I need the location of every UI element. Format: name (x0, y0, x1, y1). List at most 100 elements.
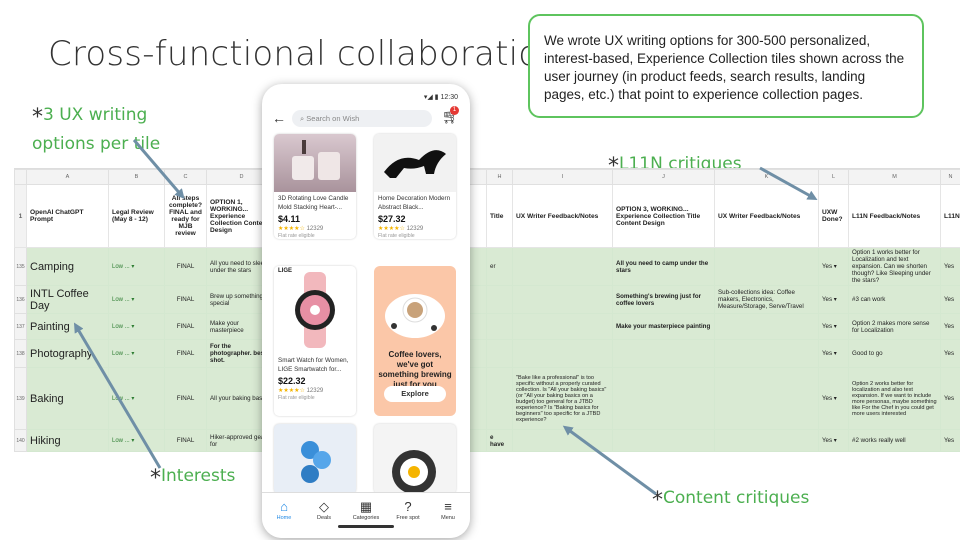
l11n-note-cell[interactable]: #3 can work (848, 285, 941, 314)
ux-note2-cell[interactable] (714, 429, 819, 452)
l11n-cell[interactable]: Yes (940, 247, 960, 286)
explore-button[interactable]: Explore (384, 386, 446, 402)
balloon-dog-icon (301, 441, 331, 483)
status-cell[interactable]: FINAL (164, 367, 207, 430)
l11n-cell[interactable]: Yes (940, 313, 960, 340)
uxw-done-dropdown[interactable]: Yes ▾ (818, 339, 849, 368)
nav-home[interactable]: ⌂Home (264, 499, 304, 521)
product-card[interactable]: LIGE Smart Watch for Women, LIGE Smartwa… (274, 266, 356, 416)
row-number[interactable]: 138 (14, 339, 27, 368)
ux-note2-cell[interactable] (714, 247, 819, 286)
nav-free-spot[interactable]: ?Free spot (388, 499, 428, 521)
legal-dropdown[interactable]: Low ... ▾ (108, 367, 165, 430)
ux-note-cell[interactable] (512, 429, 613, 452)
product-card[interactable]: Home Decoration Modern Abstract Black...… (374, 134, 456, 239)
title-cell[interactable] (486, 339, 513, 368)
l11n-note-cell[interactable]: Option 2 makes more sense for Localizati… (848, 313, 941, 340)
ux-note-cell[interactable] (512, 247, 613, 286)
header-cell[interactable]: Title (486, 184, 513, 248)
col-letter[interactable]: I (512, 169, 613, 185)
legal-dropdown[interactable]: Low ... ▾ (108, 247, 165, 286)
home-icon: ⌂ (280, 499, 288, 514)
option3-cell[interactable]: Something's brewing just for coffee love… (612, 285, 715, 314)
prompt-cell[interactable]: Photography (26, 339, 109, 368)
title-cell[interactable] (486, 285, 513, 314)
prompt-cell[interactable]: Camping (26, 247, 109, 286)
nav-deals[interactable]: ◇Deals (304, 499, 344, 521)
option3-cell[interactable] (612, 429, 715, 452)
arrow-interests (73, 322, 162, 469)
status-cell[interactable]: FINAL (164, 339, 207, 368)
header-cell[interactable]: OpenAI ChatGPT Prompt (26, 184, 109, 248)
ux-note2-cell[interactable] (714, 367, 819, 430)
uxw-done-dropdown[interactable]: Yes ▾ (818, 285, 849, 314)
col-letter[interactable]: A (26, 169, 109, 185)
product-card[interactable] (374, 424, 456, 494)
legal-dropdown[interactable]: Low ... ▾ (108, 339, 165, 368)
product-name: Smart Watch for Women, LIGE Smartwatch f… (278, 357, 349, 373)
title-cell[interactable] (486, 313, 513, 340)
option3-cell[interactable] (612, 339, 715, 368)
l11n-cell[interactable]: Yes (940, 429, 960, 452)
legal-dropdown[interactable]: Low ... ▾ (108, 285, 165, 314)
title-cell[interactable] (486, 367, 513, 430)
uxw-done-dropdown[interactable]: Yes ▾ (818, 429, 849, 452)
status-cell[interactable]: FINAL (164, 247, 207, 286)
l11n-note-cell[interactable]: Option 1 works better for Localization a… (848, 247, 941, 286)
search-input[interactable]: ⌕ Search on Wish (292, 110, 432, 127)
row-number[interactable]: 139 (14, 367, 27, 430)
header-cell[interactable]: Legal Review (May 8 - 12) (108, 184, 165, 248)
option3-cell[interactable] (612, 367, 715, 430)
row-number[interactable]: 135 (14, 247, 27, 286)
product-price: $27.32 (378, 214, 406, 224)
menu-icon: ≡ (444, 499, 452, 514)
l11n-note-cell[interactable]: Option 2 works better for localization a… (848, 367, 941, 430)
product-card[interactable]: 3D Rotating Love Candle Mold Stacking He… (274, 134, 356, 239)
uxw-done-dropdown[interactable]: Yes ▾ (818, 313, 849, 340)
watch-image: LIGE (274, 266, 356, 354)
ux-note-cell[interactable] (512, 285, 613, 314)
prompt-cell[interactable]: INTL Coffee Day (26, 285, 109, 314)
row-number[interactable]: 136 (14, 285, 27, 314)
search-placeholder: Search on Wish (306, 114, 360, 123)
uxw-done-dropdown[interactable]: Yes ▾ (818, 367, 849, 430)
ux-note2-cell[interactable] (714, 339, 819, 368)
prompt-cell[interactable]: Hiking (26, 429, 109, 452)
ux-note-cell[interactable]: "Bake like a professional" is too specif… (512, 367, 613, 430)
ux-note-cell[interactable] (512, 339, 613, 368)
experience-collection-tile[interactable]: Coffee lovers, we've got something brewi… (374, 266, 456, 416)
ux-note-cell[interactable] (512, 313, 613, 340)
title-cell[interactable]: e have (486, 429, 513, 452)
header-cell[interactable]: UX Writer Feedback/Notes (714, 184, 819, 248)
brand-logo: LIGE (278, 268, 293, 274)
option1-cell[interactable]: Hiker-approved gear for (206, 429, 277, 452)
back-arrow-icon[interactable]: ← (272, 110, 286, 126)
col-letter[interactable]: H (486, 169, 513, 185)
status-cell[interactable]: FINAL (164, 429, 207, 452)
slide-title: Cross-functional collaboration (48, 34, 561, 74)
col-letter[interactable]: N (940, 169, 960, 185)
col-letter[interactable]: C (164, 169, 207, 185)
prompt-cell[interactable]: Painting (26, 313, 109, 340)
product-card[interactable] (274, 424, 356, 494)
l11n-cell[interactable]: Yes (940, 339, 960, 368)
header-cell[interactable]: L11N Feedback/Notes (848, 184, 941, 248)
nav-categories[interactable]: ▦Categories (346, 499, 386, 521)
grid-icon: ▦ (359, 499, 373, 514)
col-letter[interactable]: J (612, 169, 715, 185)
l11n-note-cell[interactable]: #2 works really well (848, 429, 941, 452)
header-cell[interactable]: OPTION 3, WORKING... Experience Collecti… (612, 184, 715, 248)
ux-note2-cell[interactable] (714, 313, 819, 340)
product-name: Home Decoration Modern Abstract Black... (378, 195, 451, 211)
status-cell[interactable]: FINAL (164, 285, 207, 314)
l11n-cell[interactable]: Yes (940, 285, 960, 314)
option3-cell[interactable]: All you need to camp under the stars (612, 247, 715, 286)
header-cell[interactable]: All steps complete? FINAL and ready for … (164, 184, 207, 248)
l11n-note-cell[interactable]: Good to go (848, 339, 941, 368)
title-cell[interactable]: er (486, 247, 513, 286)
uxw-done-dropdown[interactable]: Yes ▾ (818, 247, 849, 286)
nav-menu[interactable]: ≡Menu (428, 499, 468, 521)
col-letter[interactable]: L (818, 169, 849, 185)
header-cell[interactable]: UXW Done? (818, 184, 849, 248)
option3-cell[interactable]: Make your masterpiece painting (612, 313, 715, 340)
